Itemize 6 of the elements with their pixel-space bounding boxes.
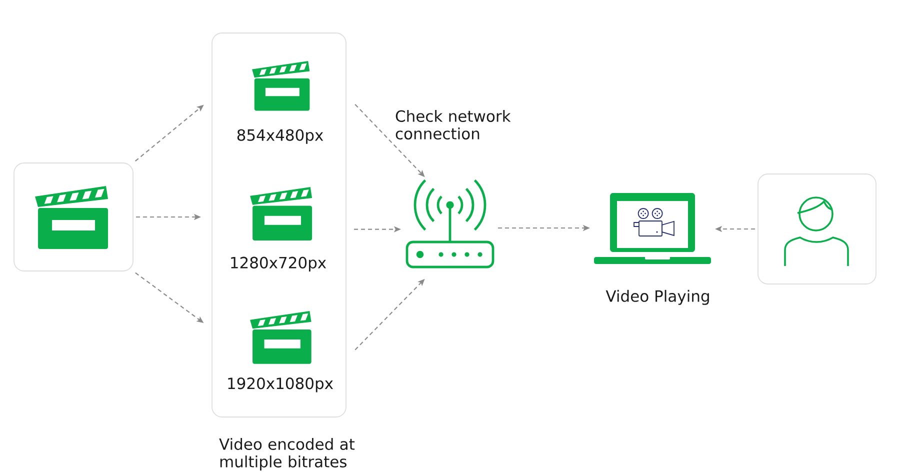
- node-label: Video Playing: [606, 290, 709, 305]
- resolution-label: 854x480px: [237, 129, 324, 144]
- node-label: Check network connection: [396, 110, 511, 140]
- resolution-label: 1280x720px: [231, 256, 326, 272]
- node-label: Video encoded at multiple bitrates: [219, 438, 355, 470]
- resolution-label: 1920x1080px: [228, 378, 333, 392]
